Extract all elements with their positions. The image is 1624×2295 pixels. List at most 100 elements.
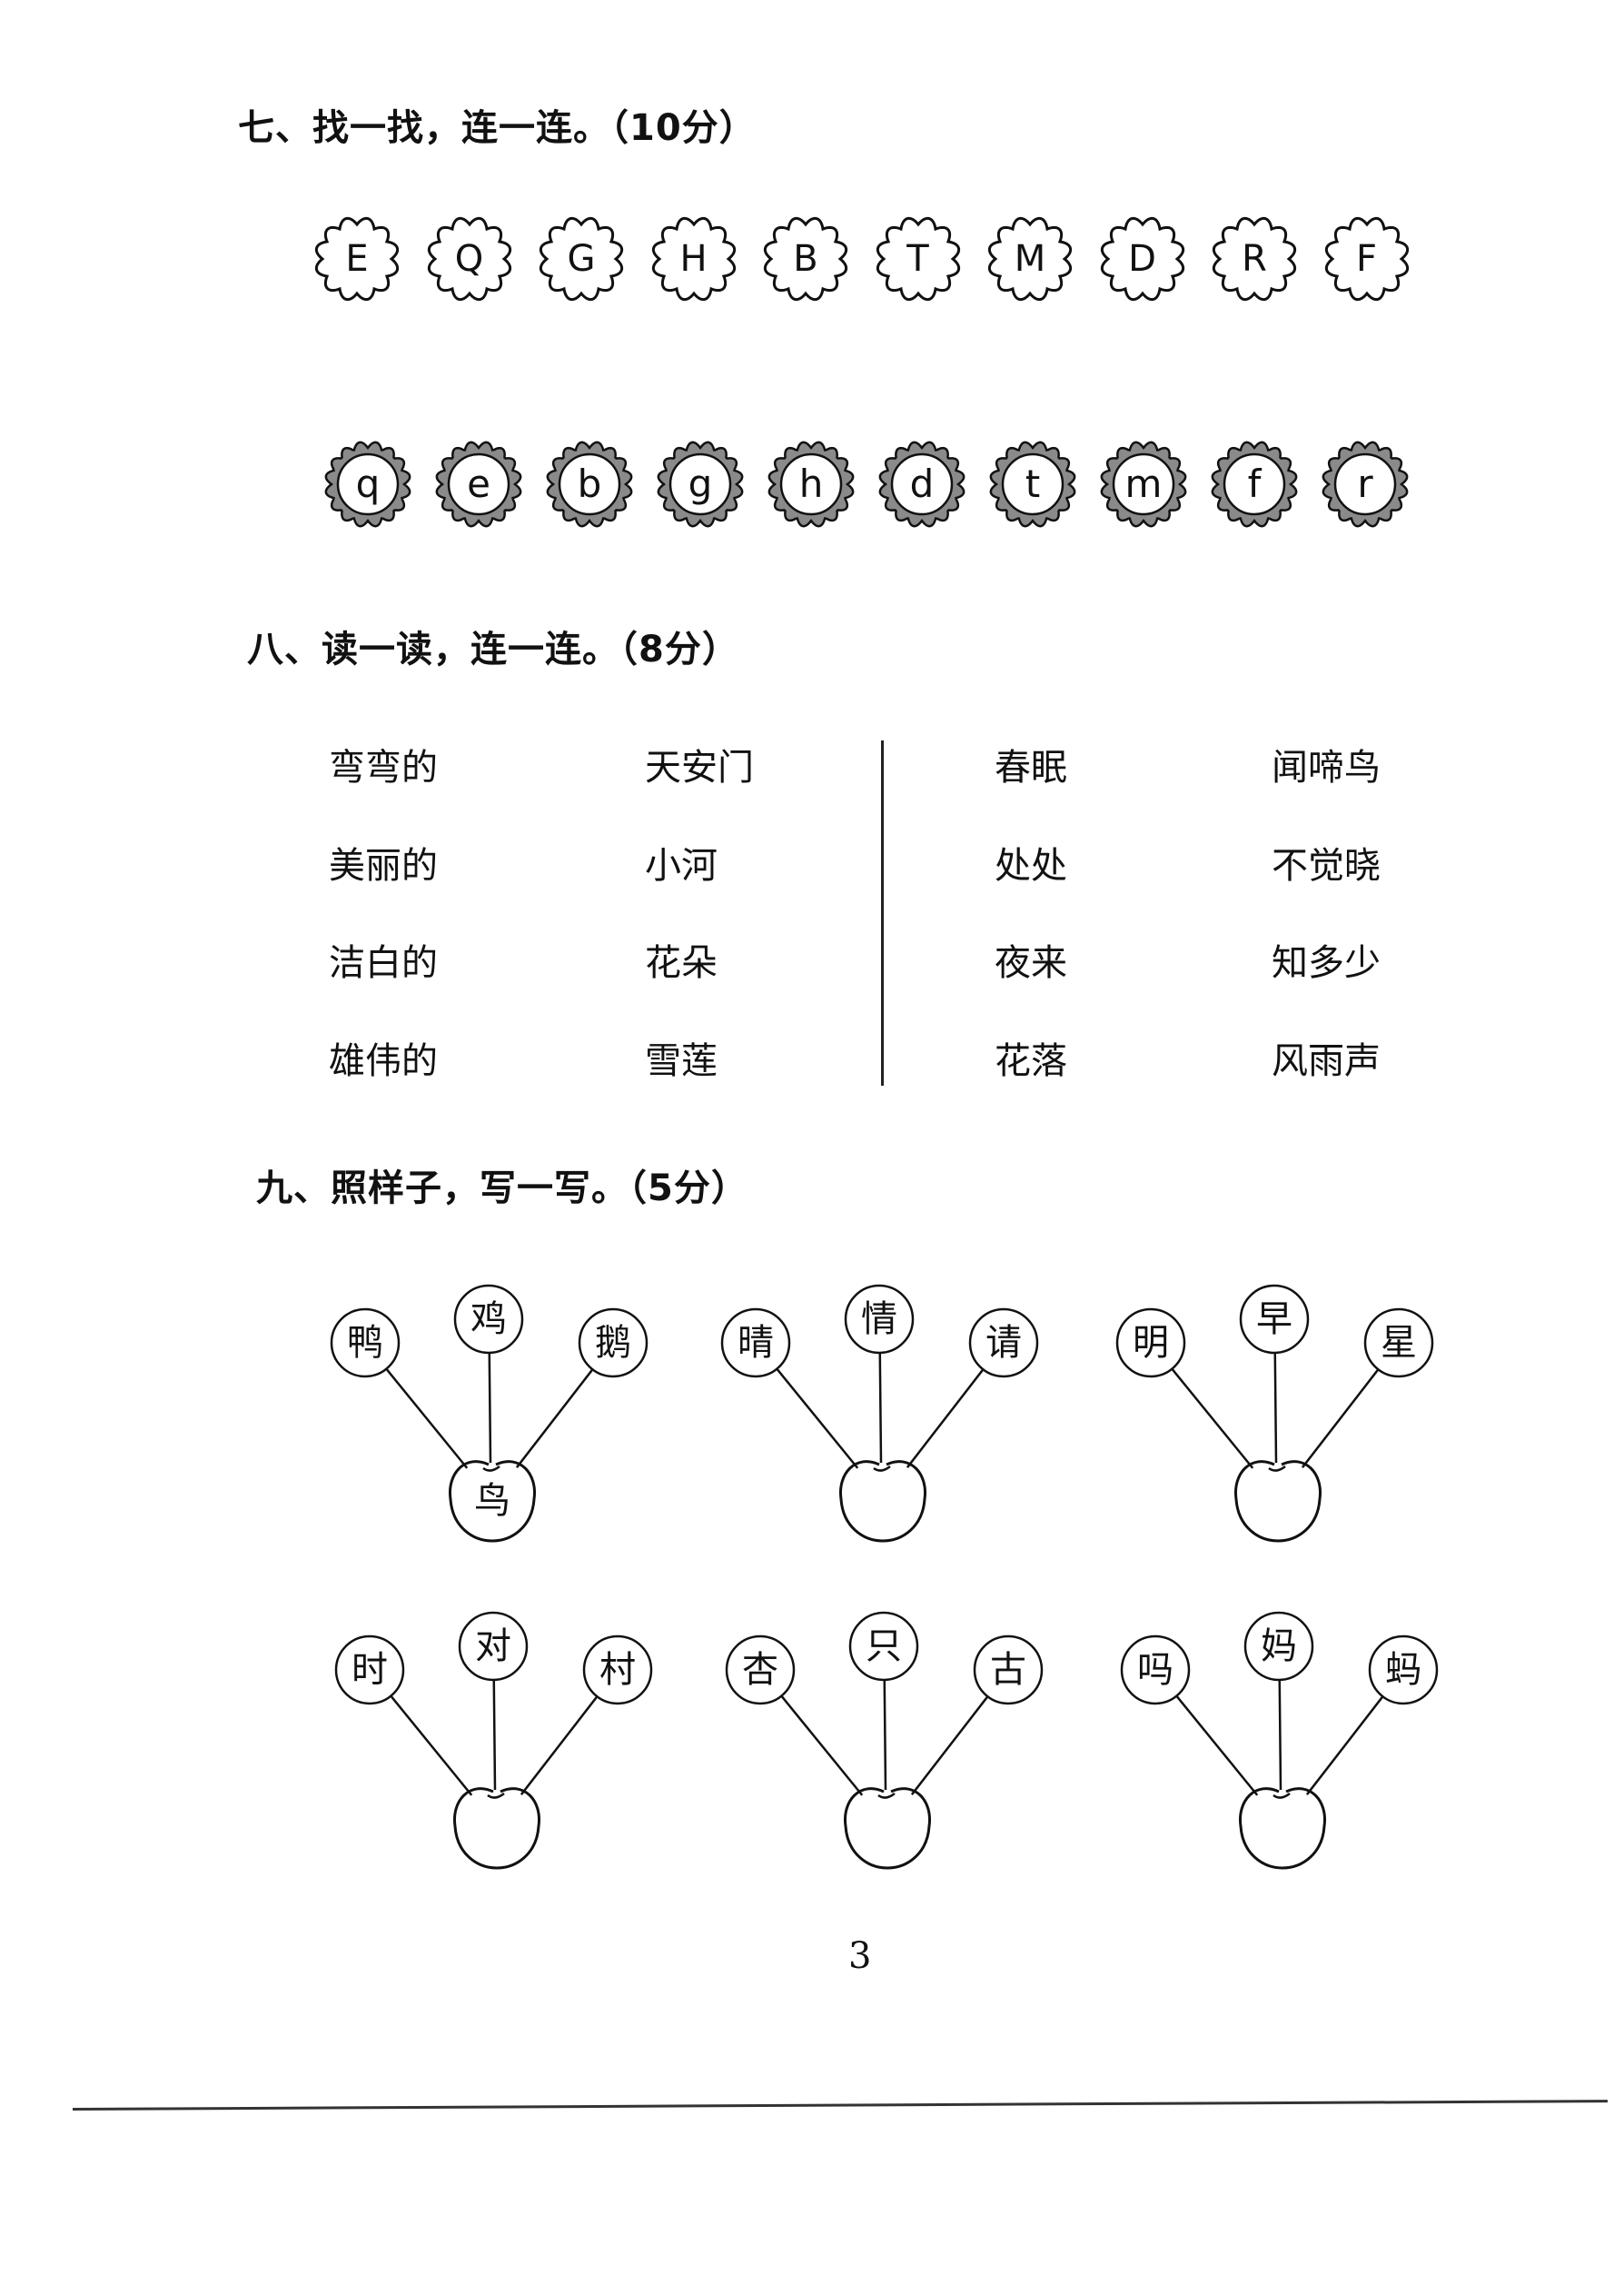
- leaf-character: 村: [599, 1649, 636, 1691]
- tree-lines: [1120, 1611, 1439, 1870]
- character-tree: 晴情请: [718, 1272, 1099, 1572]
- flower-outline-icon: [876, 216, 960, 302]
- flower-outline-icon: [1324, 216, 1409, 302]
- leaf-character: 晴: [738, 1322, 774, 1364]
- lowercase-letter-flower: e: [433, 439, 524, 530]
- letter-label: E: [345, 238, 369, 280]
- connector-line: [515, 1369, 593, 1468]
- leaf-character: 星: [1381, 1322, 1417, 1364]
- tree-lines: [725, 1611, 1044, 1870]
- flower-outline-icon: [878, 441, 965, 528]
- letter-label: B: [793, 238, 818, 280]
- flower-outline-icon: [1100, 216, 1184, 302]
- leaf-circle: [1368, 1634, 1439, 1705]
- connector-line: [906, 1369, 984, 1468]
- uppercase-letter-flower: B: [760, 214, 851, 304]
- leaf-circle: [968, 1307, 1039, 1378]
- apple-stem: [1272, 1793, 1291, 1799]
- uppercase-letter-flower: G: [536, 214, 627, 304]
- noun-word: 天安门: [645, 747, 754, 789]
- root-answer-blank[interactable]: [1235, 1458, 1321, 1544]
- leaf-character: 鸭: [347, 1322, 383, 1364]
- leaf-circle: [1243, 1611, 1314, 1682]
- apple-stem: [873, 1465, 891, 1472]
- root-apple-outline: [1239, 1787, 1326, 1870]
- flower-outline-icon: [435, 441, 522, 528]
- leaf-character: 情: [861, 1298, 897, 1340]
- uppercase-letter-flower: M: [985, 214, 1075, 304]
- letter-label: G: [567, 238, 596, 280]
- flower-outline-icon: [767, 441, 855, 528]
- tree-lines: [1115, 1284, 1434, 1543]
- leaf-circle: [1239, 1284, 1310, 1355]
- letter-label: M: [1014, 238, 1046, 280]
- connector-line: [520, 1696, 598, 1795]
- root-apple-outline: [839, 1460, 926, 1543]
- root-answer-blank[interactable]: [454, 1785, 540, 1871]
- flower-outline-icon: [546, 441, 633, 528]
- leaf-circle: [844, 1284, 915, 1355]
- lowercase-letter-flower: g: [655, 439, 746, 530]
- leaf-circle: [458, 1611, 529, 1682]
- flower-outline-icon: [1212, 216, 1297, 302]
- leaf-character: 早: [1256, 1298, 1292, 1340]
- noun-word: 雪莲: [645, 1040, 718, 1082]
- page-number: 3: [848, 1935, 872, 1977]
- adjective-word: 雄伟的: [329, 1040, 438, 1082]
- letter-label: r: [1357, 462, 1373, 506]
- noun-word: 小河: [645, 845, 718, 887]
- root-apple-outline: [453, 1787, 540, 1870]
- uppercase-letter-flower: T: [873, 214, 964, 304]
- letter-label: R: [1242, 238, 1267, 280]
- poem-start-word: 夜来: [995, 942, 1067, 984]
- character-tree: 鸭鸡鹅鸟: [327, 1272, 708, 1572]
- leaf-circle: [453, 1284, 524, 1355]
- leaf-character: 请: [985, 1322, 1022, 1364]
- lowercase-letter-flower: h: [766, 439, 857, 530]
- letter-label: h: [798, 462, 824, 506]
- letter-label: t: [1025, 462, 1041, 506]
- apple-stem: [487, 1793, 505, 1799]
- leaf-character: 吗: [1137, 1649, 1173, 1691]
- poem-start-word: 处处: [995, 845, 1067, 887]
- leaf-circle: [582, 1634, 653, 1705]
- connector-line: [883, 1680, 887, 1791]
- adjective-word: 弯弯的: [329, 747, 438, 789]
- leaf-character: 明: [1133, 1322, 1169, 1364]
- leaf-character: 蚂: [1385, 1649, 1421, 1691]
- leaf-character: 只: [866, 1625, 902, 1667]
- connector-line: [910, 1696, 988, 1795]
- letter-label: m: [1124, 462, 1163, 506]
- poem-end-word: 不觉晓: [1272, 845, 1381, 887]
- connector-line: [1278, 1680, 1282, 1791]
- leaf-circle: [720, 1307, 791, 1378]
- leaf-character: 杏: [742, 1649, 778, 1691]
- root-answer-blank[interactable]: [1240, 1785, 1325, 1871]
- leaf-character: 鸡: [470, 1298, 507, 1340]
- leaf-circle: [725, 1634, 796, 1705]
- flower-outline-icon: [539, 216, 624, 302]
- poem-end-word: 风雨声: [1272, 1040, 1381, 1082]
- letter-label: T: [906, 238, 929, 280]
- column-divider: [881, 740, 884, 1086]
- letter-label: F: [1355, 238, 1377, 280]
- poem-start-word: 花落: [995, 1040, 1067, 1082]
- tree-lines: [720, 1284, 1039, 1543]
- flower-outline-icon: [1322, 441, 1409, 528]
- leaf-circle: [1120, 1634, 1191, 1705]
- flower-outline-icon: [314, 216, 400, 302]
- poem-end-word: 闻啼鸟: [1272, 747, 1381, 789]
- root-character: 鸟: [474, 1480, 510, 1522]
- letter-label: f: [1247, 462, 1262, 506]
- poem-end-word: 知多少: [1272, 942, 1381, 984]
- letter-label: d: [909, 462, 935, 506]
- root-answer-blank[interactable]: [845, 1785, 930, 1871]
- poem-start-word: 春眠: [995, 747, 1067, 789]
- uppercase-letter-flower: H: [649, 214, 739, 304]
- root-answer-blank[interactable]: [840, 1458, 926, 1544]
- connector-line: [391, 1695, 473, 1796]
- connector-line: [1176, 1695, 1259, 1796]
- connector-line: [492, 1680, 497, 1791]
- letter-label: Q: [454, 238, 484, 280]
